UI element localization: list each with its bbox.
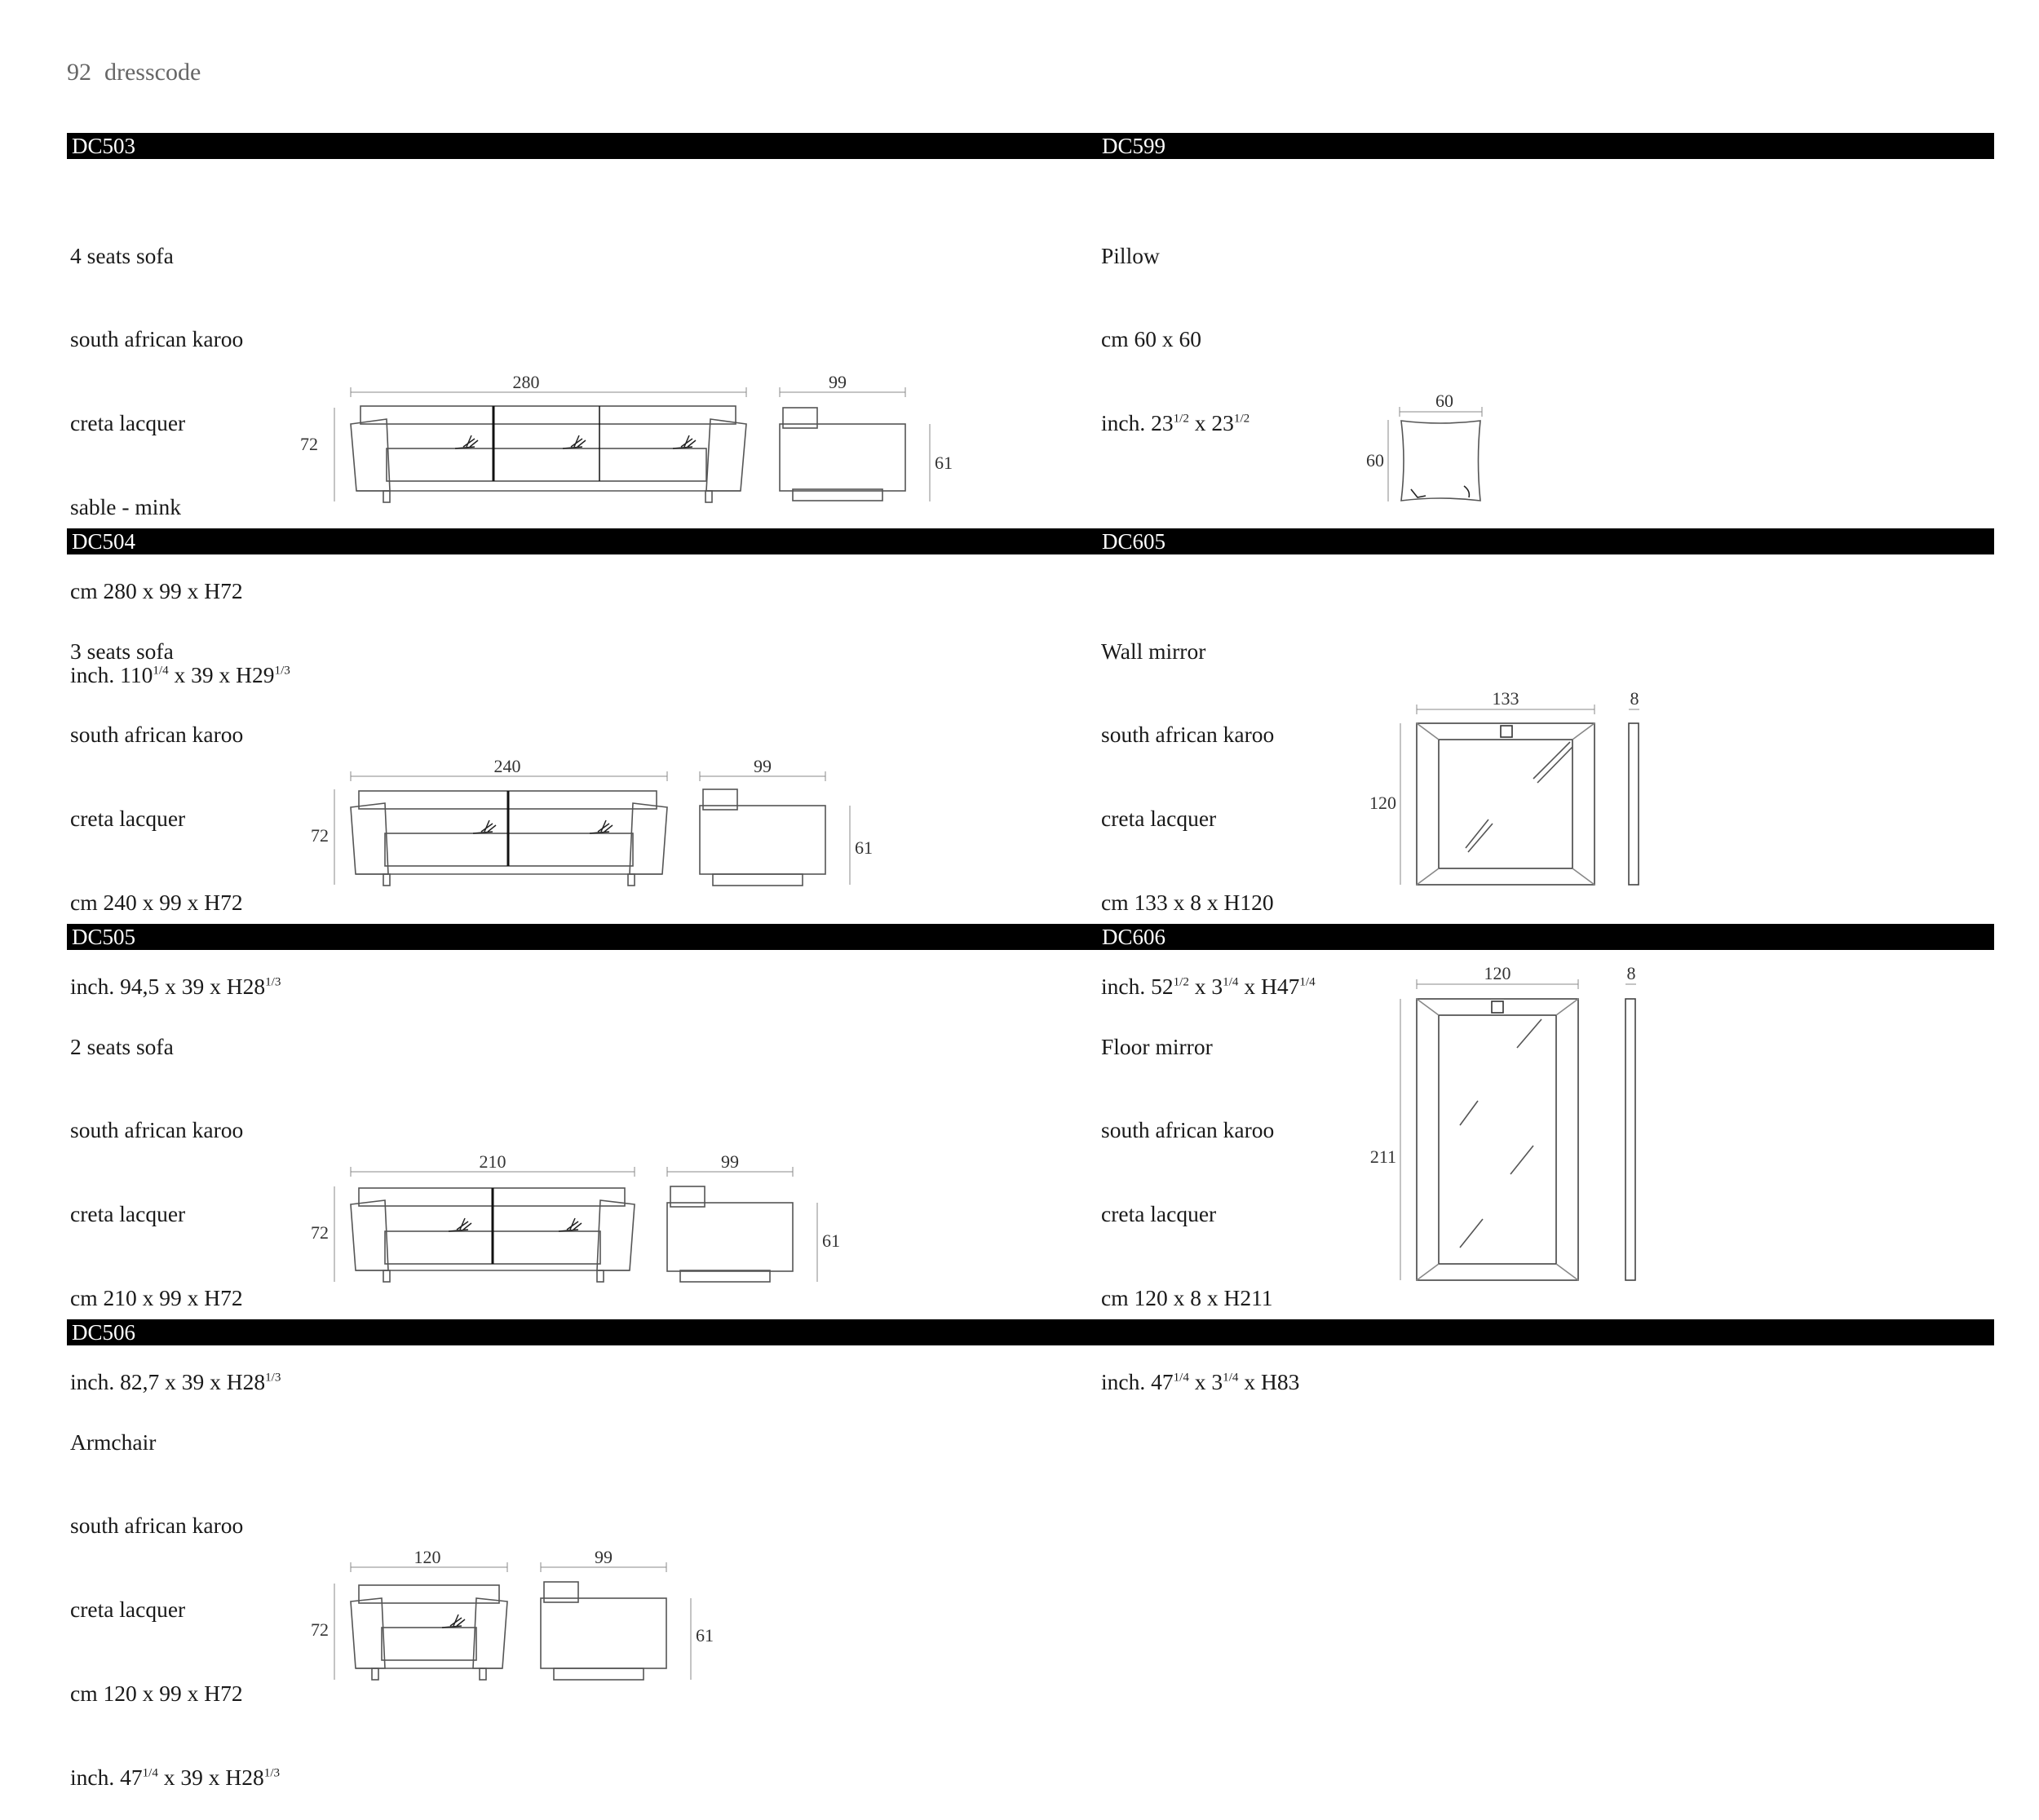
desc-line: 3 seats sofa bbox=[70, 638, 174, 664]
desc-line: cm 210 x 99 x H72 bbox=[70, 1285, 243, 1311]
dimension-label: 120 bbox=[1369, 793, 1396, 813]
dimension-label: 120 bbox=[1484, 963, 1511, 983]
desc-inch-line: inch. 94,5 x 39 x H281/3 bbox=[70, 974, 281, 1000]
product-code: DC599 bbox=[1102, 134, 1166, 158]
product-code: DC605 bbox=[1102, 529, 1166, 554]
desc-line: creta lacquer bbox=[70, 410, 186, 436]
dimension-label: 61 bbox=[696, 1625, 714, 1646]
section-bar-dc504: DC504 bbox=[67, 528, 1101, 554]
desc-line: cm 60 x 60 bbox=[1101, 326, 1201, 352]
desc-inch-line: inch. 521/2 x 31/4 x H471/4 bbox=[1101, 974, 1316, 1000]
dimension-label: 8 bbox=[1630, 688, 1639, 709]
desc-line: south african karoo bbox=[70, 326, 244, 352]
product-code: DC505 bbox=[72, 925, 136, 949]
dimension-label: 99 bbox=[721, 1151, 739, 1172]
technical-drawings: 280 99 72 61 240 99 72 61 210 99 72 61 1… bbox=[300, 372, 1639, 1681]
dc506-front-drawing bbox=[334, 1562, 508, 1681]
desc-line: sable - mink bbox=[70, 494, 181, 520]
dimension-label: 211 bbox=[1370, 1146, 1396, 1167]
desc-inch-line: inch. 231/2 x 231/2 bbox=[1101, 410, 1250, 436]
section-bar-dc503: DC503 bbox=[67, 133, 1101, 159]
dimension-label: 60 bbox=[1435, 391, 1453, 411]
dimension-label: 72 bbox=[311, 1619, 329, 1640]
section-bar-dc599: DC599 bbox=[1097, 133, 1994, 159]
desc-line: cm 120 x 99 x H72 bbox=[70, 1681, 243, 1707]
dc606-mirror-drawing bbox=[1400, 979, 1636, 1281]
dimension-label: 210 bbox=[480, 1151, 506, 1172]
desc-inch-line: inch. 1101/4 x 39 x H291/3 bbox=[70, 662, 290, 688]
section-bar-dc605: DC605 bbox=[1097, 528, 1994, 554]
desc-line: 4 seats sofa bbox=[70, 242, 174, 268]
dc503-side-drawing bbox=[779, 387, 931, 501]
desc-line: creta lacquer bbox=[70, 1201, 186, 1227]
desc-line: cm 133 x 8 x H120 bbox=[1101, 890, 1274, 916]
page-header: 92 dresscode bbox=[67, 59, 214, 86]
dimension-label: 61 bbox=[935, 453, 953, 473]
description-dc606: Floor mirror south african karoo creta l… bbox=[1101, 977, 1299, 1425]
product-code: DC606 bbox=[1102, 925, 1166, 949]
desc-line: Armchair bbox=[70, 1429, 157, 1455]
dc505-side-drawing bbox=[666, 1167, 818, 1283]
dc506-side-drawing bbox=[540, 1562, 692, 1681]
desc-line: cm 240 x 99 x H72 bbox=[70, 890, 243, 916]
description-dc599: Pillow cm 60 x 60 inch. 231/2 x 231/2 bbox=[1101, 186, 1249, 466]
description-dc505: 2 seats sofa south african karoo creta l… bbox=[70, 977, 281, 1425]
desc-line: Pillow bbox=[1101, 242, 1160, 268]
product-code: DC503 bbox=[72, 134, 136, 158]
dc504-side-drawing bbox=[699, 771, 851, 886]
dimension-label: 133 bbox=[1493, 688, 1519, 709]
desc-line: creta lacquer bbox=[1101, 1201, 1217, 1227]
desc-line: creta lacquer bbox=[1101, 806, 1217, 832]
brand-name: dresscode bbox=[104, 59, 201, 86]
desc-inch-line: inch. 471/4 x 31/4 x H83 bbox=[1101, 1369, 1300, 1395]
dc605-mirror-drawing bbox=[1400, 705, 1639, 886]
desc-line: Floor mirror bbox=[1101, 1033, 1213, 1059]
desc-inch-line: inch. 82,7 x 39 x H281/3 bbox=[70, 1369, 281, 1395]
product-code: DC504 bbox=[72, 529, 136, 554]
section-bar-dc606: DC606 bbox=[1097, 924, 1994, 950]
description-dc503: 4 seats sofa south african karoo creta l… bbox=[70, 186, 290, 718]
dimension-label: 99 bbox=[829, 372, 847, 392]
desc-line: south african karoo bbox=[1101, 722, 1275, 748]
dimension-label: 61 bbox=[822, 1230, 840, 1251]
dc599-pillow-drawing bbox=[1387, 407, 1483, 501]
desc-line: south african karoo bbox=[70, 1513, 244, 1539]
desc-line: 2 seats sofa bbox=[70, 1033, 174, 1059]
desc-line: Wall mirror bbox=[1101, 638, 1206, 664]
section-bar-dc506: DC506 bbox=[67, 1319, 1994, 1345]
dimension-label: 99 bbox=[595, 1547, 613, 1567]
desc-line: creta lacquer bbox=[70, 1597, 186, 1623]
dimension-label: 120 bbox=[414, 1547, 441, 1567]
product-code: DC506 bbox=[72, 1320, 136, 1345]
dc504-front-drawing bbox=[334, 771, 668, 886]
desc-line: cm 280 x 99 x H72 bbox=[70, 578, 243, 604]
dimension-label: 8 bbox=[1627, 963, 1636, 983]
section-bar-dc505: DC505 bbox=[67, 924, 1101, 950]
desc-line: creta lacquer bbox=[70, 806, 186, 832]
dimension-label: 61 bbox=[855, 837, 873, 858]
dimension-label: 72 bbox=[311, 825, 329, 846]
description-dc504: 3 seats sofa south african karoo creta l… bbox=[70, 581, 281, 1029]
dimension-label: 280 bbox=[513, 372, 540, 392]
dc505-front-drawing bbox=[334, 1167, 635, 1283]
dimension-label: 72 bbox=[300, 434, 318, 454]
dimension-label: 60 bbox=[1366, 450, 1384, 470]
desc-line: south african karoo bbox=[70, 722, 244, 748]
dimension-label: 99 bbox=[754, 756, 772, 776]
description-dc605: Wall mirror south african karoo creta la… bbox=[1101, 581, 1316, 1029]
desc-line: south african karoo bbox=[70, 1117, 244, 1143]
desc-line: cm 120 x 8 x H211 bbox=[1101, 1285, 1273, 1311]
dc503-front-drawing bbox=[334, 387, 747, 503]
dimension-label: 72 bbox=[311, 1222, 329, 1243]
desc-line: south african karoo bbox=[1101, 1117, 1275, 1143]
dimension-label: 240 bbox=[494, 756, 521, 776]
page-number: 92 bbox=[67, 59, 91, 86]
